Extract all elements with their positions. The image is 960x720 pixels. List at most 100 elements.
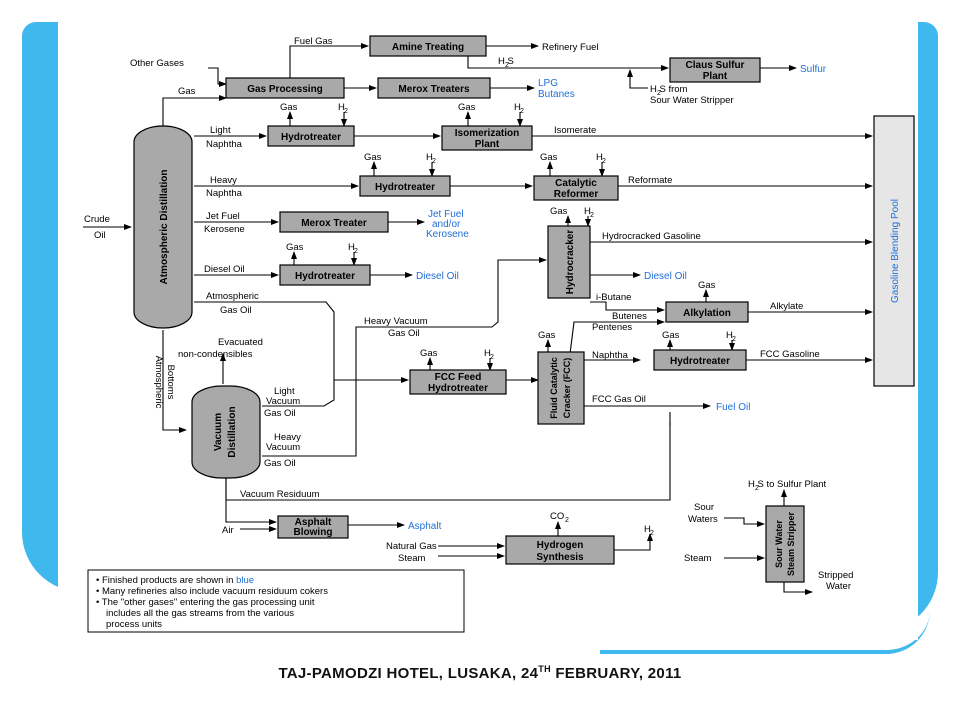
naphtha-label-heavy: Naphtha (206, 188, 243, 199)
fcc-unit (537, 351, 585, 425)
isomerate-label: Isomerate (554, 125, 596, 136)
heavy-vacuum-2-label-1: Heavy (274, 432, 301, 443)
gas-label-gp: Gas (178, 86, 196, 97)
note-4: includes all the gas streams from the va… (106, 608, 294, 619)
subscripts: 2 2 2 2 2 2 2 2 2 2 2 2 2 (344, 62, 759, 537)
jet-fuel-product-2: and/or (432, 219, 461, 230)
hydrocracker-unit (547, 225, 591, 299)
hydrogen-synthesis-unit (505, 535, 615, 565)
h2s-label: H S (498, 56, 514, 67)
diesel-oil-hc-product: Diesel Oil (644, 271, 687, 282)
claus-label-2: Plant (703, 71, 728, 82)
h2-label-hc: H (584, 206, 591, 217)
stream-labels: Other Gases Gas Fuel Gas Refinery Fuel H… (84, 36, 853, 592)
refinery-flow-diagram: Atmospheric Distillation Vacuum Distilla… (83, 35, 915, 633)
catalytic-reformer-label-2: Reformer (554, 189, 599, 200)
stripped-water-label-2: Water (826, 581, 851, 592)
hydrogen-synthesis-label-1: Hydrogen (537, 540, 584, 551)
natural-gas-label: Natural Gas (386, 541, 437, 552)
oil-label: Oil (94, 230, 106, 241)
alkylate-label: Alkylate (770, 301, 803, 312)
gas-label-cr: Gas (540, 152, 558, 163)
diesel-oil-label: Diesel Oil (204, 264, 245, 275)
note-1a: • Finished products are shown in (96, 575, 236, 586)
fuel-gas-label: Fuel Gas (294, 36, 333, 47)
sour-waters-label-2: Waters (688, 514, 718, 525)
pentenes-label: Pentenes (592, 322, 632, 333)
gas-label-hc: Gas (550, 206, 568, 217)
note-1b: blue (236, 575, 254, 586)
sour-water-stripper-unit (765, 505, 805, 583)
isomerization-plant (441, 125, 533, 151)
crude-label: Crude (84, 214, 110, 225)
h2-label-synth: H (644, 524, 651, 535)
gas-label-iso: Gas (458, 102, 476, 113)
sour-water-label-2: Steam Stripper (786, 511, 796, 576)
svg-text:2: 2 (432, 158, 436, 165)
atmospheric-distillation-column (133, 125, 193, 329)
hydrotreater-heavy-label: Hydrotreater (375, 182, 435, 193)
naphtha-label-fcc: Naphtha (592, 350, 629, 361)
h2-label-iso: H (514, 102, 521, 113)
atm-bottoms-label-1: Atmospheric (153, 356, 164, 409)
svg-text:2: 2 (602, 158, 606, 165)
claus-sulfur-plant (669, 57, 761, 83)
svg-text:2: 2 (657, 90, 661, 97)
gas-label-ht1: Gas (280, 102, 298, 113)
h2-label-ht1: H (338, 102, 345, 113)
other-gases-label: Other Gases (130, 58, 184, 69)
vacuum-distillation-label-1: Vacuum (213, 413, 224, 451)
steam-label-sws: Steam (684, 553, 712, 564)
gas-label-ht3: Gas (286, 242, 304, 253)
sulfur-product: Sulfur (800, 64, 827, 75)
hydrocracked-gasoline-label: Hydrocracked Gasoline (602, 231, 701, 242)
light-label: Light (210, 125, 231, 136)
hydrocracker-label: Hydrocracker (565, 230, 576, 295)
co2-label: CO (550, 511, 564, 522)
diesel-oil-product: Diesel Oil (416, 271, 459, 282)
h2-label-cr: H (596, 152, 603, 163)
asphalt-blowing-label-2: Blowing (294, 527, 333, 538)
vacuum-distillation-label-2: Distillation (227, 406, 238, 457)
atmospheric-gas-oil-label-1: Atmospheric (206, 291, 259, 302)
fuel-oil-product: Fuel Oil (716, 402, 750, 413)
fcc-feed-hydrotreater-unit (409, 369, 507, 395)
sour-waters-label-1: Sour (694, 502, 714, 513)
hydrotreater-fcc-label: Hydrotreater (670, 356, 730, 367)
heavy-vacuum-label-1: Heavy Vacuum (364, 316, 428, 327)
alkylation-label: Alkylation (683, 308, 731, 319)
naphtha-label-light: Naphtha (206, 139, 243, 150)
h2s-from-label-2: Sour Water Stripper (650, 95, 734, 106)
gasoline-blending-label: Gasoline Blending Pool (890, 199, 901, 303)
merox-treaters-unit (377, 77, 491, 99)
gas-label-ffh: Gas (420, 348, 438, 359)
asphalt-blowing-unit (277, 515, 349, 539)
merox-treater-unit (279, 211, 389, 233)
refinery-fuel-label: Refinery Fuel (542, 42, 599, 53)
heavy-vacuum-label-2: Gas Oil (388, 328, 420, 339)
jet-fuel-product-1: Jet Fuel (428, 209, 464, 220)
vacuum-distillation-column (191, 385, 261, 479)
gasoline-blending-pool (873, 115, 915, 387)
h2-label-ht3: H (348, 242, 355, 253)
gas-label-alky: Gas (698, 280, 716, 291)
note-3: • The "other gases" entering the gas pro… (96, 597, 315, 608)
stripped-water-label-1: Stripped (818, 570, 853, 581)
flow-lines (83, 43, 873, 595)
hydrotreater-fcc-naphtha (653, 349, 747, 371)
amine-treating-unit (369, 35, 487, 57)
unit-labels: Atmospheric Distillation Vacuum Distilla… (159, 42, 901, 576)
hydrotreater-diesel-label: Hydrotreater (295, 271, 355, 282)
heavy-vacuum-2-label-2: Vacuum (266, 442, 300, 453)
light-vacuum-label-3: Gas Oil (264, 408, 296, 419)
svg-text:2: 2 (520, 108, 524, 115)
gas-label-ht4: Gas (662, 330, 680, 341)
svg-text:2: 2 (505, 62, 509, 69)
lpg-product: LPG (538, 78, 558, 89)
svg-text:2: 2 (565, 517, 569, 524)
svg-text:• Finished products are shown: • Finished products are shown in blue (96, 575, 254, 586)
heavy-label: Heavy (210, 175, 237, 186)
fcc-label-1: Fluid Catalytic (549, 357, 559, 419)
hydrogen-synthesis-label-2: Synthesis (536, 552, 584, 563)
svg-text:2: 2 (650, 530, 654, 537)
